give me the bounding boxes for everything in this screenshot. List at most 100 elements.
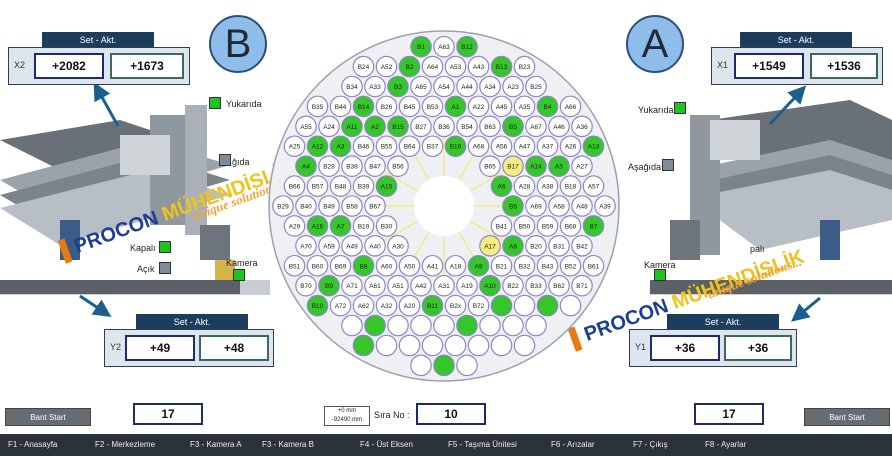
carousel-slot[interactable] <box>513 334 536 357</box>
carousel-slot[interactable] <box>398 254 421 277</box>
carousel-slot[interactable] <box>559 135 582 158</box>
carousel-slot[interactable] <box>548 274 570 297</box>
carousel-slot[interactable] <box>456 274 478 297</box>
carousel-slot[interactable] <box>295 235 317 257</box>
carousel-slot[interactable] <box>525 195 547 217</box>
carousel-slot[interactable] <box>364 314 386 337</box>
carousel-slot[interactable] <box>467 254 490 277</box>
carousel-slot[interactable] <box>444 334 467 357</box>
carousel-slot[interactable] <box>433 75 455 98</box>
carousel-slot[interactable] <box>490 334 513 357</box>
carousel-slot[interactable] <box>352 95 375 118</box>
carousel-slot[interactable] <box>582 215 605 237</box>
carousel-slot[interactable] <box>398 55 421 78</box>
carousel-slot[interactable] <box>513 254 536 277</box>
carousel-slot[interactable] <box>444 135 467 158</box>
carousel-slot[interactable] <box>559 294 582 317</box>
carousel-slot[interactable] <box>295 155 317 177</box>
carousel-slot[interactable] <box>502 195 524 217</box>
carousel-slot[interactable] <box>444 95 467 118</box>
carousel-slot[interactable] <box>410 274 432 297</box>
carousel-slot[interactable] <box>559 175 582 197</box>
carousel-slot[interactable] <box>467 55 490 78</box>
f8-ayarlar[interactable]: F8 - Ayarlar <box>705 440 747 449</box>
carousel-slot[interactable] <box>375 294 398 317</box>
carousel-slot[interactable] <box>513 215 536 237</box>
x2-set-value[interactable]: +2082 <box>34 53 104 79</box>
carousel-slot[interactable] <box>548 115 570 138</box>
carousel-slot[interactable] <box>490 294 513 317</box>
carousel-slot[interactable] <box>318 235 340 257</box>
carousel-slot[interactable] <box>479 235 501 257</box>
carousel-slot[interactable] <box>283 215 306 237</box>
x1-set-value[interactable]: +1549 <box>734 53 804 79</box>
carousel-slot[interactable] <box>433 314 455 337</box>
carousel-slot[interactable] <box>387 115 409 138</box>
carousel-slot[interactable] <box>375 175 398 197</box>
carousel-slot[interactable] <box>559 254 582 277</box>
carousel-slot[interactable] <box>387 75 409 98</box>
carousel-slot[interactable] <box>536 175 559 197</box>
carousel-slot[interactable] <box>433 274 455 297</box>
carousel-slot[interactable] <box>375 95 398 118</box>
carousel-slot[interactable] <box>548 235 570 257</box>
carousel-slot[interactable] <box>502 274 524 297</box>
carousel-slot[interactable] <box>433 35 455 58</box>
carousel-slot[interactable] <box>364 235 386 257</box>
carousel-slot[interactable] <box>479 115 501 138</box>
carousel-slot[interactable] <box>410 314 432 337</box>
carousel-slot[interactable] <box>410 354 432 377</box>
carousel-slot[interactable] <box>559 215 582 237</box>
f4-ust-eksen[interactable]: F4 - Üst Eksen <box>360 440 413 449</box>
carousel-slot[interactable] <box>306 294 329 317</box>
carousel-slot[interactable] <box>571 115 593 138</box>
carousel-slot[interactable] <box>502 75 524 98</box>
carousel-slot[interactable] <box>456 75 478 98</box>
f7-cikis[interactable]: F7 - Çıkış <box>633 440 668 449</box>
carousel-slot[interactable] <box>548 195 570 217</box>
carousel-slot[interactable] <box>387 274 409 297</box>
carousel-slot[interactable] <box>525 314 547 337</box>
carousel-slot[interactable] <box>490 135 513 158</box>
carousel-slot[interactable] <box>513 175 536 197</box>
carousel-slot[interactable] <box>525 75 547 98</box>
carousel-slot[interactable] <box>467 95 490 118</box>
carousel-slot[interactable] <box>513 135 536 158</box>
y1-set-value[interactable]: +36 <box>650 335 720 361</box>
carousel-slot[interactable] <box>387 314 409 337</box>
carousel-slot[interactable] <box>525 274 547 297</box>
carousel-slot[interactable] <box>525 155 547 177</box>
carousel-slot[interactable] <box>456 314 478 337</box>
carousel-slot[interactable] <box>329 215 352 237</box>
carousel-slot[interactable] <box>364 274 386 297</box>
carousel-slot[interactable] <box>364 115 386 138</box>
carousel-slot[interactable] <box>582 175 605 197</box>
carousel-slot[interactable] <box>490 95 513 118</box>
carousel-slot[interactable] <box>456 35 478 58</box>
carousel-slot[interactable] <box>318 155 340 177</box>
carousel-slot[interactable] <box>421 294 444 317</box>
carousel-slot[interactable] <box>479 75 501 98</box>
carousel-slot[interactable] <box>467 135 490 158</box>
carousel-slot[interactable] <box>421 254 444 277</box>
f2-merkezleme[interactable]: F2 - Merkezleme <box>95 440 156 449</box>
carousel-slot[interactable] <box>582 135 605 158</box>
carousel-slot[interactable] <box>341 314 363 337</box>
carousel-slot[interactable] <box>525 115 547 138</box>
carousel-slot[interactable] <box>341 115 363 138</box>
carousel-slot[interactable] <box>329 175 352 197</box>
carousel-slot[interactable] <box>375 55 398 78</box>
carousel-slot[interactable] <box>456 354 478 377</box>
carousel-slot[interactable] <box>295 115 317 138</box>
carousel-slot[interactable] <box>387 235 409 257</box>
carousel-slot[interactable] <box>582 254 605 277</box>
carousel-slot[interactable] <box>444 254 467 277</box>
carousel-slot[interactable] <box>341 195 363 217</box>
carousel-slot[interactable] <box>364 195 386 217</box>
carousel-slot[interactable] <box>479 155 501 177</box>
carousel-slot[interactable] <box>571 155 593 177</box>
carousel-slot[interactable] <box>479 274 501 297</box>
carousel-slot[interactable] <box>410 75 432 98</box>
carousel-slot[interactable] <box>318 195 340 217</box>
carousel-slot[interactable] <box>502 235 524 257</box>
